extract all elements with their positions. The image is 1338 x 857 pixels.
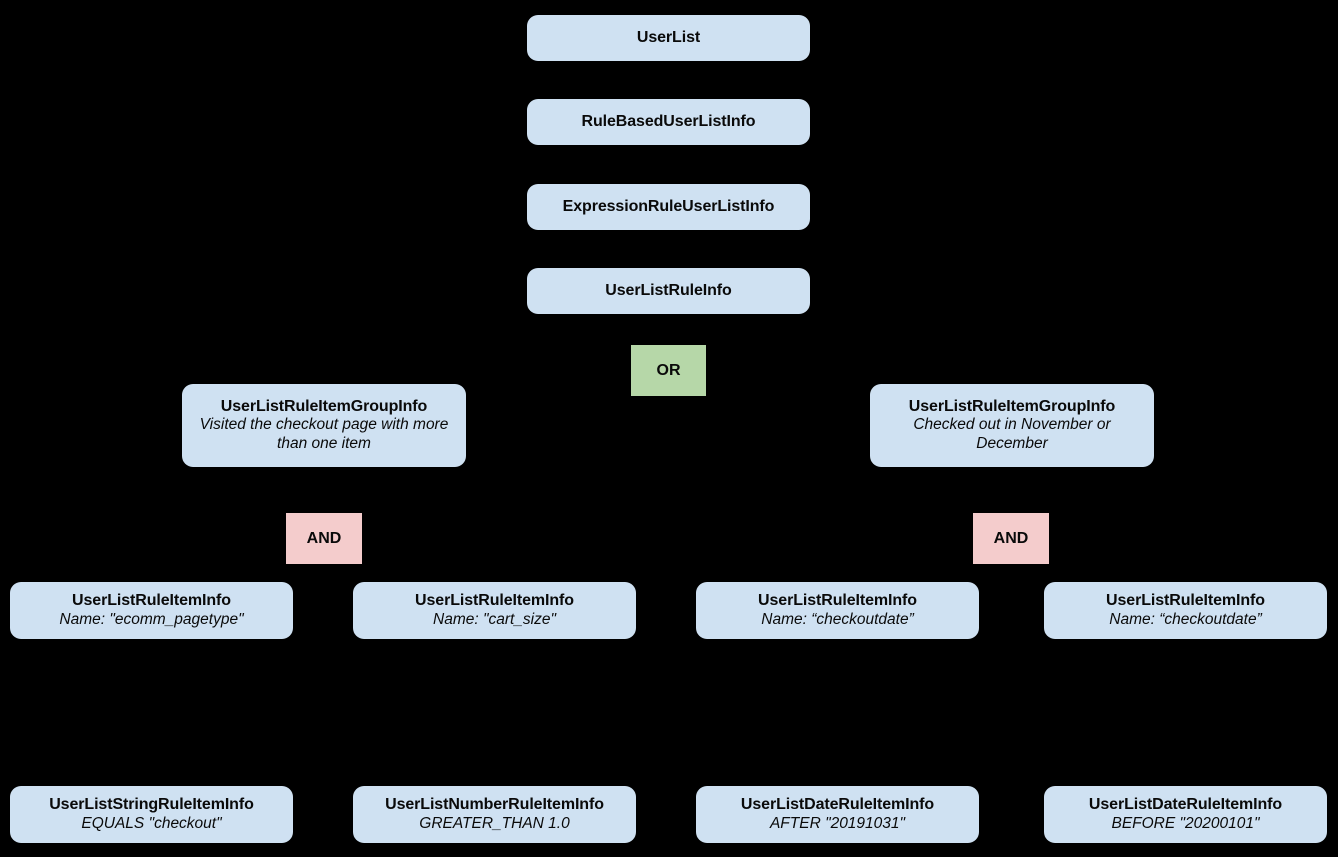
edge-arrow-into-group-right bbox=[1003, 374, 1021, 384]
node-rule-item-ecomm-pagetype[interactable]: UserListRuleItemInfo Name: "ecomm_pagety… bbox=[10, 582, 293, 639]
node-title: UserListRuleItemInfo bbox=[1106, 592, 1265, 610]
node-user-list[interactable]: UserList bbox=[527, 15, 810, 61]
node-title: UserListRuleItemInfo bbox=[72, 592, 231, 610]
node-subtitle: Visited the checkout page with more than… bbox=[199, 416, 449, 453]
operator-or[interactable]: OR bbox=[631, 345, 706, 396]
node-title: UserListDateRuleItemInfo bbox=[740, 796, 935, 814]
operator-and-right[interactable]: AND bbox=[973, 513, 1049, 564]
node-rule-based-user-list-info[interactable]: RuleBasedUserListInfo bbox=[527, 99, 810, 145]
node-title: UserListRuleInfo bbox=[605, 282, 732, 300]
node-rule-item-cart-size[interactable]: UserListRuleItemInfo Name: "cart_size" bbox=[353, 582, 636, 639]
node-rule-item-group-left[interactable]: UserListRuleItemGroupInfo Visited the ch… bbox=[182, 384, 466, 467]
edge-arrow-into-group-left bbox=[315, 374, 333, 384]
node-subtitle: Name: "ecomm_pagetype" bbox=[59, 610, 244, 628]
node-subtitle: GREATER_THAN 1.0 bbox=[419, 814, 570, 832]
node-title: UserListRuleItemGroupInfo bbox=[908, 397, 1116, 415]
node-number-rule-item-info[interactable]: UserListNumberRuleItemInfo GREATER_THAN … bbox=[353, 786, 636, 843]
node-expression-rule-user-list-info[interactable]: ExpressionRuleUserListInfo bbox=[527, 184, 810, 230]
operator-and-left[interactable]: AND bbox=[286, 513, 362, 564]
node-title: UserListRuleItemInfo bbox=[758, 592, 917, 610]
operator-and-right-label: AND bbox=[993, 529, 1029, 547]
node-title: UserList bbox=[636, 29, 701, 47]
node-rule-item-checkoutdate-after[interactable]: UserListRuleItemInfo Name: “checkoutdate… bbox=[696, 582, 979, 639]
node-rule-item-checkoutdate-before[interactable]: UserListRuleItemInfo Name: “checkoutdate… bbox=[1044, 582, 1327, 639]
node-subtitle: BEFORE "20200101" bbox=[1111, 814, 1260, 832]
node-title: UserListDateRuleItemInfo bbox=[1088, 796, 1283, 814]
node-user-list-rule-info[interactable]: UserListRuleInfo bbox=[527, 268, 810, 314]
node-title: UserListRuleItemGroupInfo bbox=[220, 397, 428, 415]
operator-and-left-label: AND bbox=[306, 529, 342, 547]
node-subtitle: Name: "cart_size" bbox=[433, 610, 556, 628]
node-title: ExpressionRuleUserListInfo bbox=[562, 198, 775, 216]
node-subtitle: Name: “checkoutdate” bbox=[761, 610, 914, 628]
node-subtitle: AFTER "20191031" bbox=[769, 814, 906, 832]
node-string-rule-item-info[interactable]: UserListStringRuleItemInfo EQUALS "check… bbox=[10, 786, 293, 843]
node-rule-item-group-right[interactable]: UserListRuleItemGroupInfo Checked out in… bbox=[870, 384, 1154, 467]
node-title: UserListRuleItemInfo bbox=[415, 592, 574, 610]
node-subtitle: Name: “checkoutdate” bbox=[1109, 610, 1262, 628]
node-subtitle: EQUALS "checkout" bbox=[81, 814, 222, 832]
node-title: UserListStringRuleItemInfo bbox=[49, 796, 254, 814]
operator-or-label: OR bbox=[656, 361, 681, 379]
node-date-rule-item-info-before[interactable]: UserListDateRuleItemInfo BEFORE "2020010… bbox=[1044, 786, 1327, 843]
node-title: UserListNumberRuleItemInfo bbox=[385, 796, 604, 814]
node-subtitle: Checked out in November or December bbox=[913, 416, 1111, 453]
node-date-rule-item-info-after[interactable]: UserListDateRuleItemInfo AFTER "20191031… bbox=[696, 786, 979, 843]
node-title: RuleBasedUserListInfo bbox=[581, 113, 756, 131]
